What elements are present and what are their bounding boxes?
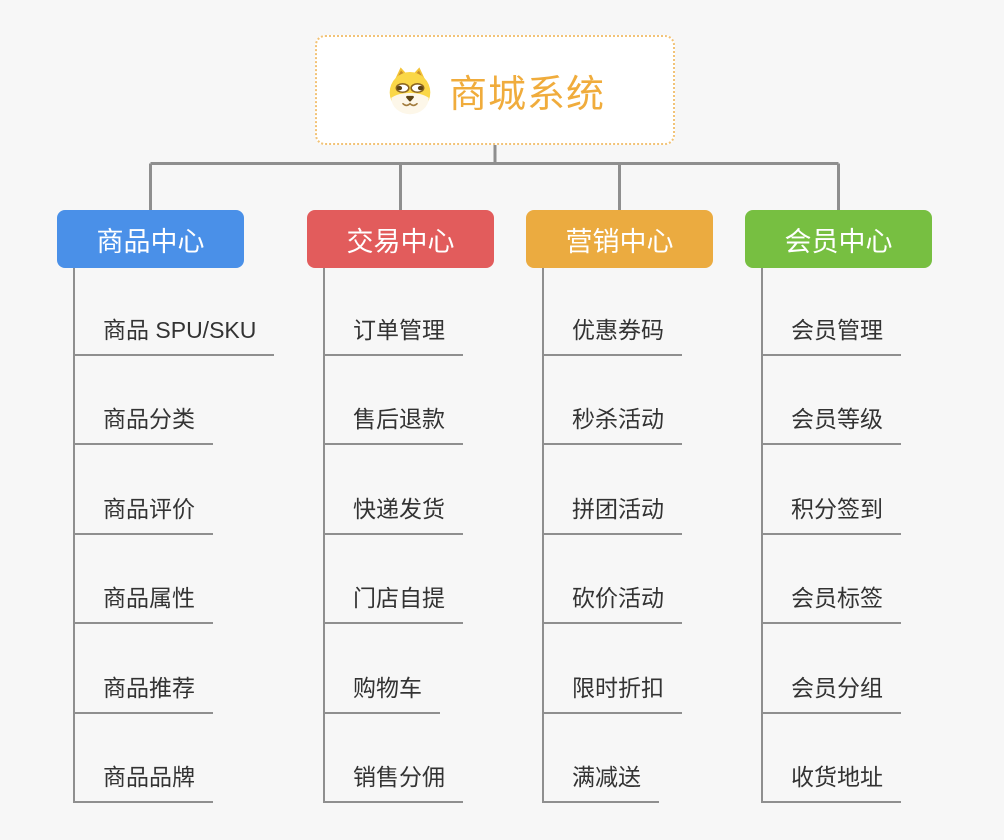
subtopic-item[interactable]: 砍价活动 (542, 584, 682, 625)
doge-icon (389, 67, 431, 115)
subtopic-item[interactable]: 商品属性 (73, 584, 213, 625)
subtopic-item[interactable]: 会员标签 (761, 584, 901, 625)
subtopic-item[interactable]: 拼团活动 (542, 495, 682, 535)
subtopic-item[interactable]: 满减送 (542, 763, 659, 803)
branch-spine-marketing-center (542, 268, 544, 803)
root-topic-title: 商城系统 (448, 73, 605, 116)
connector-path (149, 145, 840, 210)
subtopic-item[interactable]: 限时折扣 (542, 674, 682, 714)
subtopic-item[interactable]: 商品 SPU/SKU (73, 316, 275, 356)
subtopic-item[interactable]: 会员管理 (761, 316, 901, 356)
root-topic[interactable]: 商城系统 (315, 35, 675, 145)
branch-header-product-center[interactable]: 商品中心 (57, 210, 244, 268)
branch-header-member-center[interactable]: 会员中心 (745, 210, 932, 268)
subtopic-item[interactable]: 秒杀活动 (542, 405, 682, 446)
subtopic-item[interactable]: 商品分类 (73, 405, 213, 446)
branch-spine-product-center (73, 268, 75, 803)
branch-header-trade-center[interactable]: 交易中心 (307, 210, 494, 268)
branch-spine-member-center (761, 268, 763, 803)
subtopic-item[interactable]: 销售分佣 (323, 763, 463, 803)
branch-spine-trade-center (323, 268, 325, 803)
subtopic-item[interactable]: 会员分组 (761, 674, 901, 714)
subtopic-item[interactable]: 订单管理 (323, 316, 463, 356)
subtopic-item[interactable]: 商品推荐 (73, 674, 213, 714)
subtopic-item[interactable]: 快递发货 (323, 495, 463, 535)
subtopic-item[interactable]: 商品评价 (73, 495, 213, 535)
subtopic-item[interactable]: 购物车 (323, 674, 440, 714)
subtopic-item[interactable]: 商品品牌 (73, 763, 213, 803)
subtopic-item[interactable]: 门店自提 (323, 584, 463, 625)
branch-header-marketing-center[interactable]: 营销中心 (526, 210, 713, 268)
subtopic-item[interactable]: 售后退款 (323, 405, 463, 446)
subtopic-item[interactable]: 收货地址 (761, 763, 901, 803)
subtopic-item[interactable]: 优惠券码 (542, 316, 682, 356)
subtopic-item[interactable]: 会员等级 (761, 405, 901, 446)
subtopic-item[interactable]: 积分签到 (761, 495, 901, 535)
